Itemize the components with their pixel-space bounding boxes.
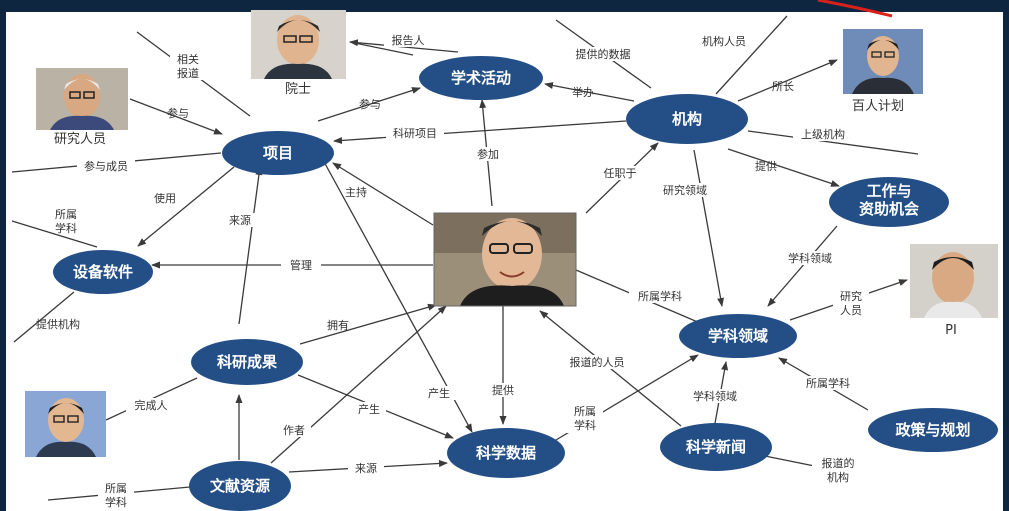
edge-label-reported-org: 报道的机构 [822,456,855,484]
edge-label-host: 举办 [572,85,594,99]
edge-line [333,120,627,144]
node-news-label: 科学新闻 [686,438,746,456]
edge-label-belong-disc-3: 所属学科 [806,376,850,390]
hundred-talents-photo [843,29,923,94]
edge-line [349,41,414,56]
edge-label-source-1: 来源 [229,213,251,227]
edge-label-provide: 提供 [755,159,777,173]
person-photos: 院士 研究人员 百人计划 PI [25,10,998,457]
edge-line [238,166,263,325]
edge-labels: 相关报道 报告人 提供的数据 机构人员 参与 参与 举办 所长 科研项目 参加 … [36,33,869,510]
node-news[interactable]: 科学新闻 [660,423,772,471]
node-results-label: 科研成果 [217,353,278,371]
edge-label-participate-2: 参与 [359,97,381,111]
edge-label-research-field: 研究领域 [663,183,707,197]
edge-label-director: 所长 [772,80,794,93]
node-activity-label: 学术活动 [451,69,511,87]
researcher-photo [36,68,128,130]
node-data-label: 科学数据 [476,444,536,462]
red-pen-stroke [817,0,893,18]
edge-label-belong-disc-2: 所属学科 [638,289,682,303]
center-person-photo [434,213,576,306]
node-results[interactable]: 科研成果 [191,339,303,385]
edge-line [715,15,788,95]
edge-label-author: 作者 [283,424,305,437]
edge-line [13,291,75,343]
node-data[interactable]: 科学数据 [447,428,565,478]
caption-pi: PI [945,323,957,338]
edge-label-join: 参加 [477,147,499,161]
academician-photo [251,10,346,79]
edge-label-reporter: 报告人 [392,33,425,47]
node-equip[interactable]: 设备软件 [53,250,153,294]
edge-label-related-report: 相关报道 [177,52,199,80]
entity-nodes: 项目 学术活动 机构 设备软件 科研成果 文献资源 科学数据 科学新闻 [53,56,998,511]
node-project-label: 项目 [263,144,293,162]
node-equip-label: 设备软件 [73,263,133,281]
edge-label-preside: 主持 [345,185,367,199]
edge-line [11,220,98,248]
node-policy-label: 政策与规划 [895,421,970,439]
edge-label-produce-2: 产生 [358,402,380,416]
caption-researcher: 研究人员 [54,132,106,147]
edge-label-reporter-staff: 报道的人员 [570,355,625,369]
edge-line [316,148,473,433]
edge-line [693,149,725,307]
edge-line [747,130,919,155]
edge-label-parent-org: 上级机构 [801,127,845,141]
node-jobs-label: 工作与资助机会 [859,182,919,218]
edge-label-research-staff: 研究人员 [840,289,862,317]
edge-line [544,82,635,102]
edge-label-manage: 管理 [290,258,312,272]
edge-label-participate-1: 参与 [167,106,189,120]
edge-label-produce-1: 产生 [428,386,450,400]
edge-label-belong-disc-5: 所属学科 [105,482,127,509]
edge-line [737,59,838,102]
author-person-photo [25,391,106,457]
edge-line [767,225,838,307]
edge-label-use: 使用 [154,192,176,205]
pi-photo [910,244,998,318]
edge-label-org-staff: 机构人员 [702,34,746,48]
edge-label-own: 拥有 [327,318,349,332]
edge-label-sci-project: 科研项目 [393,126,437,140]
node-literature-label: 文献资源 [210,477,270,495]
node-field-label: 学科领域 [708,327,768,345]
edge-label-employed: 任职于 [604,167,637,180]
edge-line [137,166,235,247]
edge-line [299,303,437,345]
edge-label-provider-org: 提供机构 [36,317,80,331]
edge-label-disc-field-2: 学科领域 [693,389,737,403]
node-field[interactable]: 学科领域 [679,314,797,358]
node-policy[interactable]: 政策与规划 [868,408,998,452]
node-jobs[interactable]: 工作与资助机会 [829,177,949,227]
edge-label-provide-2: 提供 [492,383,514,397]
edge-label-source-2: 来源 [355,461,377,475]
node-literature[interactable]: 文献资源 [189,461,291,511]
node-activity[interactable]: 学术活动 [419,56,543,100]
edge-line [727,148,840,187]
edge-line [129,98,223,135]
caption-hundred-talents: 百人计划 [852,99,904,114]
edge-label-complete: 完成人 [135,398,168,412]
caption-academician: 院士 [285,82,311,97]
edge-label-disc-field-1: 学科领域 [788,251,832,265]
node-project[interactable]: 项目 [222,131,334,175]
node-org[interactable]: 机构 [626,94,748,144]
node-org-label: 机构 [672,110,702,128]
edge-label-belong-disc-4: 所属学科 [574,405,596,432]
edge-label-provided-data: 提供的数据 [576,47,631,61]
edge-label-belong-disc-1: 所属学科 [55,208,77,235]
edge-line [317,87,421,122]
edge-line [332,162,434,226]
edge-label-member: 参与成员 [84,159,128,173]
